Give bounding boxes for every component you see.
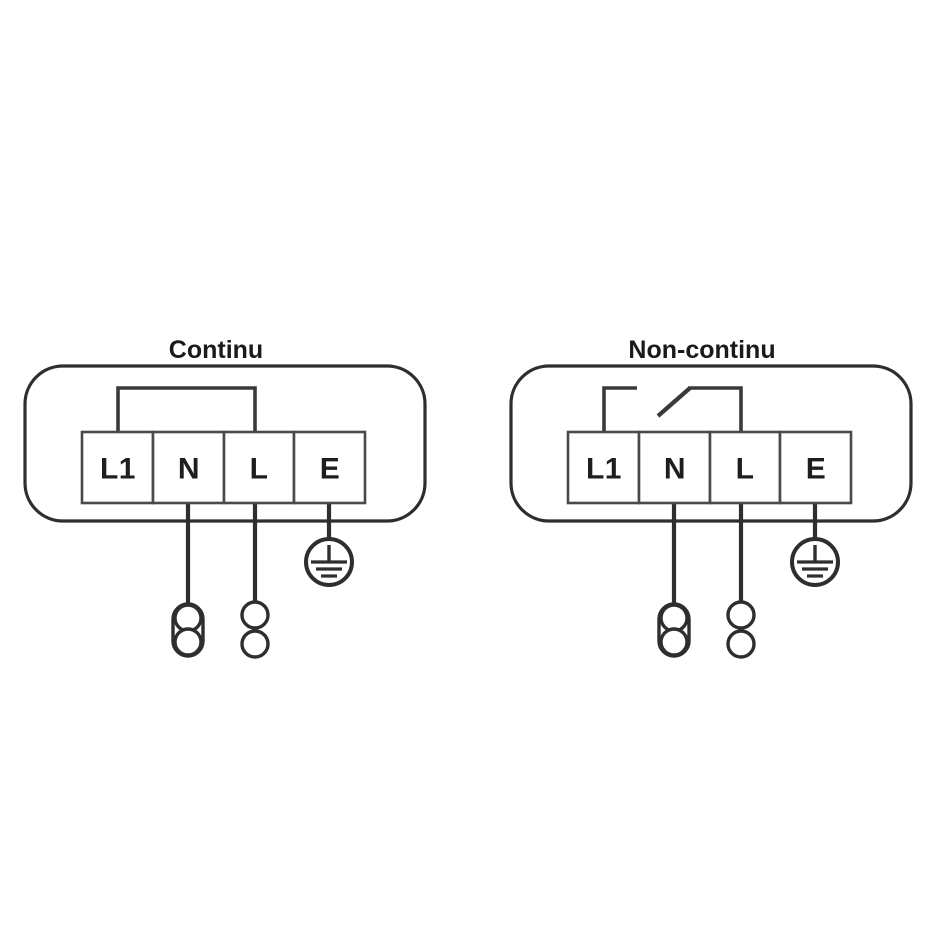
connector-pair-l-non-continu [726, 600, 756, 659]
terminal-label-l-non-continu: L [736, 453, 755, 486]
terminal-label-e-continu: E [320, 453, 341, 486]
terminal-cell-l-non-continu[interactable] [708, 430, 782, 505]
diagram-continu: Continu L1 N L E [23, 336, 427, 659]
connector-circle-n-top-continu [173, 603, 203, 633]
connector-circle-n-top-non-continu [659, 603, 689, 633]
earth-symbol-non-continu [790, 537, 840, 587]
terminal-cell-l-continu[interactable] [222, 430, 296, 505]
earth-symbol-continu [304, 537, 354, 587]
diagram-title-continu: Continu [169, 336, 263, 364]
terminal-label-l1-continu: L1 [100, 453, 136, 486]
terminal-cell-e-non-continu[interactable] [778, 430, 853, 505]
connector-circle-l-top-non-continu [726, 600, 756, 630]
connector-circle-n-bottom-non-continu [659, 627, 689, 657]
terminal-block-continu: L1 N L E [80, 430, 367, 505]
connector-capsule-n-continu [171, 602, 205, 658]
connector-circle-l-top-continu [240, 600, 270, 630]
diagram-title-non-continu: Non-continu [628, 336, 775, 364]
terminal-cell-e-continu[interactable] [292, 430, 367, 505]
terminal-label-n-non-continu: N [664, 453, 686, 486]
terminal-label-l1-non-continu: L1 [586, 453, 622, 486]
terminal-cell-n-continu[interactable] [151, 430, 226, 505]
link-right-leg-non-continu [688, 386, 743, 434]
connector-circle-n-bottom-continu [173, 627, 203, 657]
terminal-block-non-continu: L1 N L E [566, 430, 853, 505]
terminal-label-n-continu: N [178, 453, 200, 486]
connector-circle-l-bottom-continu [240, 629, 270, 659]
connector-circle-l-bottom-non-continu [726, 629, 756, 659]
connector-capsule-n-non-continu [657, 602, 691, 658]
switch-arm-open-non-continu[interactable] [656, 386, 692, 418]
link-bridge-continu [116, 386, 257, 434]
terminal-label-l-continu: L [250, 453, 269, 486]
link-left-leg-non-continu [602, 386, 637, 434]
connector-pair-l-continu [240, 600, 270, 659]
diagram-non-continu: Non-continu L1 N L E [509, 336, 913, 659]
terminal-cell-n-non-continu[interactable] [637, 430, 712, 505]
terminal-label-e-non-continu: E [806, 453, 827, 486]
